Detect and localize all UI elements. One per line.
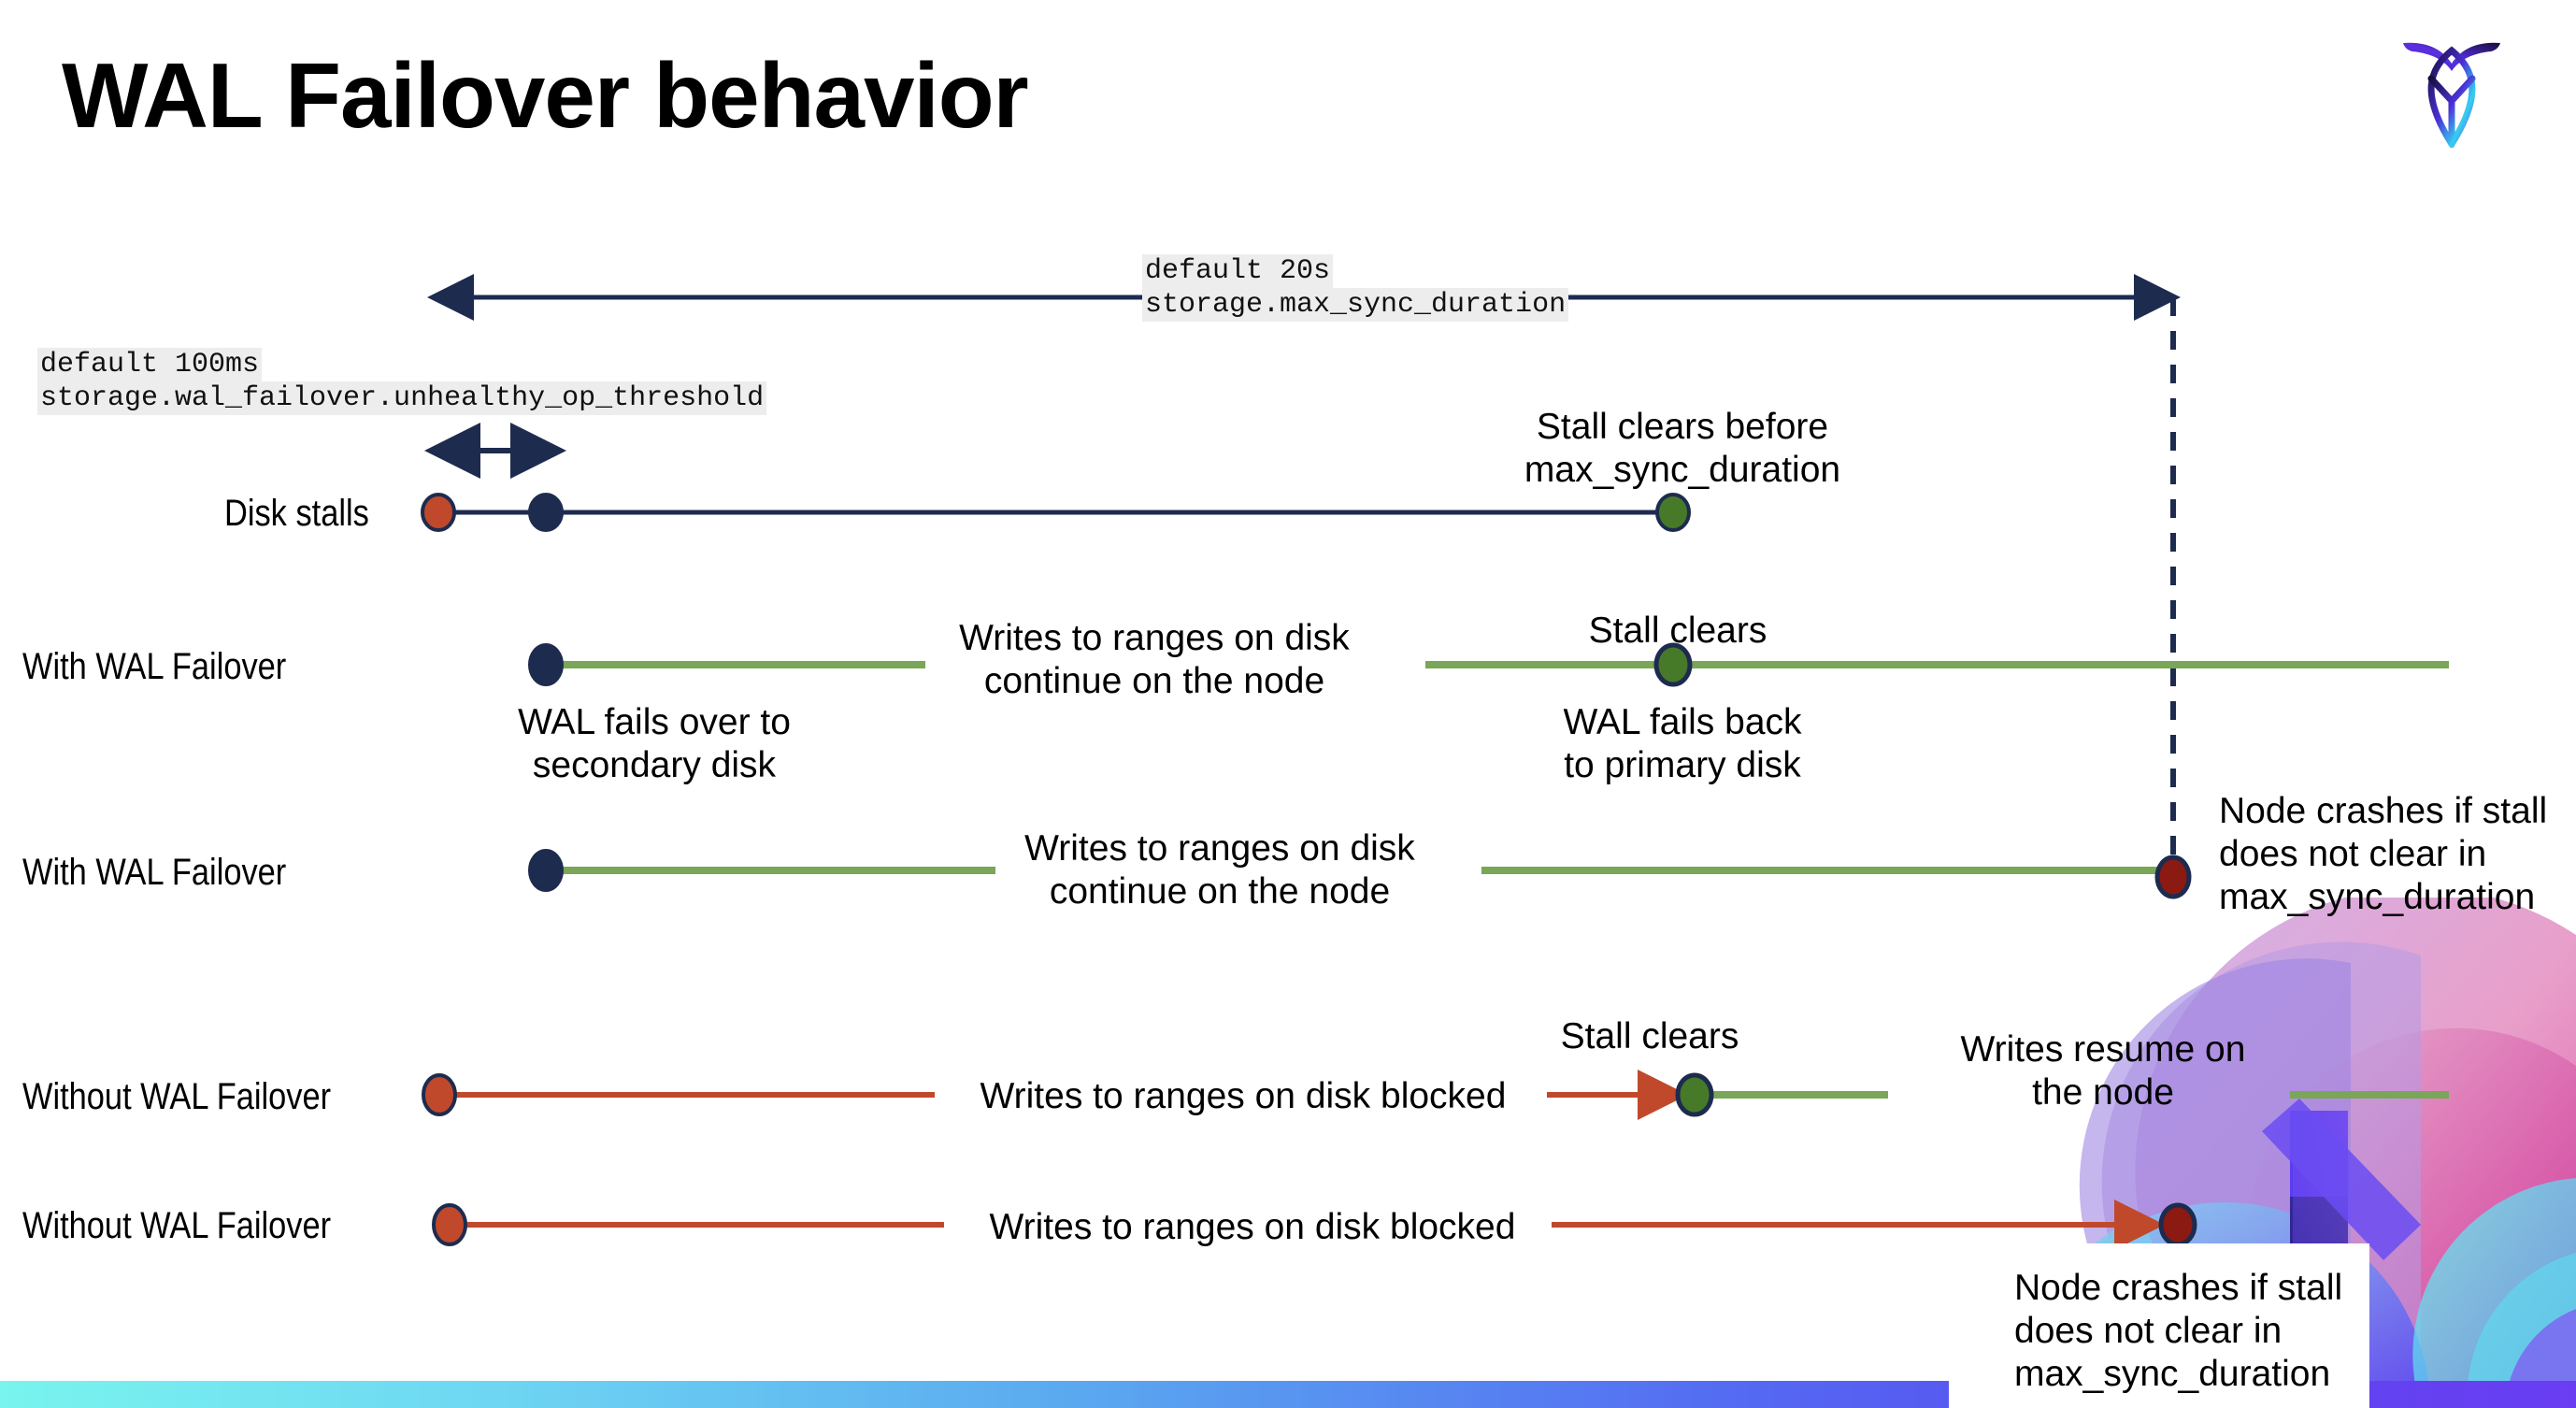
note-writes-continue-2: Writes to ranges on disk continue on the… [1024,828,1415,912]
note-stall-clears-1: Stall clears [1588,611,1767,651]
annotation-setting-unhealthy-op-threshold: storage.wal_failover.unhealthy_op_thresh… [37,381,767,415]
annotation-default-100ms: default 100ms [37,348,263,381]
row-label-without-wal-failover-1: Without WAL Failover [22,1076,332,1117]
note-wal-fails-back: WAL fails back to primary disk [1563,702,1802,786]
row-label-disk-stalls: Disk stalls [224,493,369,534]
annotation-unhealthy-op-threshold: default 100ms storage.wal_failover.unhea… [37,348,767,415]
note-stall-clears-before-max-sync-duration: Stall clears before max_sync_duration [1524,407,1841,491]
note-node-crashes-1: Node crashes if stall does not clear in … [2219,791,2548,918]
note-writes-blocked-2: Writes to ranges on disk blocked [989,1207,1516,1247]
page-title: WAL Failover behavior [62,44,1029,147]
row-label-with-wal-failover-1: With WAL Failover [22,646,287,687]
note-writes-continue-1: Writes to ranges on disk continue on the… [959,618,1350,702]
cockroachdb-logo-icon [2403,42,2500,148]
note-wal-fails-over: WAL fails over to secondary disk [518,702,791,786]
row-label-with-wal-failover-2: With WAL Failover [22,852,287,893]
note-stall-clears-2: Stall clears [1560,1016,1739,1056]
note-node-crashes-2: Node crashes if stall does not clear in … [2014,1268,2343,1395]
annotation-setting-max-sync-duration: storage.max_sync_duration [1142,288,1569,322]
note-writes-blocked-1: Writes to ranges on disk blocked [980,1076,1507,1116]
row-label-without-wal-failover-2: Without WAL Failover [22,1205,332,1246]
annotation-max-sync-duration: default 20s storage.max_sync_duration [1142,254,1569,322]
annotation-default-20s: default 20s [1142,254,1334,288]
note-writes-resume: Writes resume on the node [1960,1029,2246,1113]
